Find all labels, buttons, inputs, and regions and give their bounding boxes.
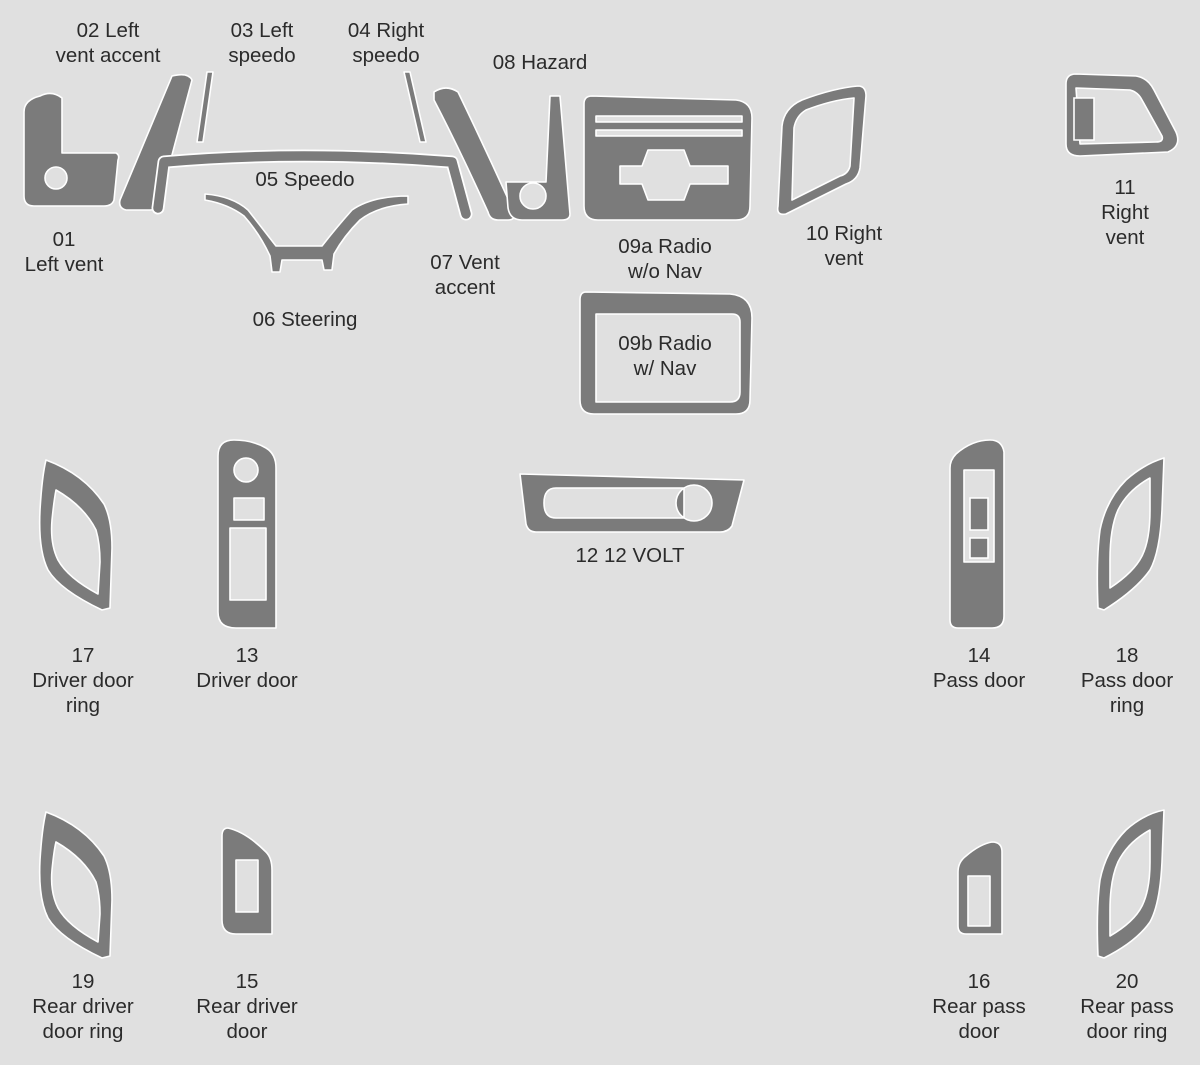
label-part-05: 05 Speedo — [255, 168, 355, 191]
part-13-driver-door — [217, 439, 277, 629]
label-part-06: 06 Steering — [252, 308, 358, 331]
part-09b-radio-with-nav — [579, 291, 753, 415]
part-08-hazard — [505, 95, 571, 221]
part-12-12-volt — [519, 473, 745, 533]
part-05-speedo — [151, 149, 473, 221]
part-07-vent-accent — [433, 87, 516, 221]
part-16-rear-pass-door — [957, 841, 1003, 935]
part-03-left-speedo — [196, 71, 214, 143]
label-part-12: 12 12 VOLT — [575, 544, 685, 567]
part-09a-radio-without-nav — [583, 95, 753, 221]
part-11-right-vent — [1065, 73, 1179, 157]
part-15-rear-driver-door — [221, 827, 273, 935]
part-19-rear-driver-door-ring — [38, 811, 113, 959]
part-10-right-vent — [776, 85, 867, 216]
part-14-pass-door — [949, 439, 1005, 629]
part-01-left-vent — [23, 92, 120, 207]
part-06-steering — [204, 193, 409, 273]
label-part-08: 08 Hazard — [492, 51, 588, 74]
part-18-pass-door-ring — [1096, 457, 1165, 611]
part-04-right-speedo — [403, 71, 427, 143]
part-20-rear-pass-door-ring — [1096, 809, 1165, 959]
part-17-driver-door-ring — [38, 459, 113, 611]
